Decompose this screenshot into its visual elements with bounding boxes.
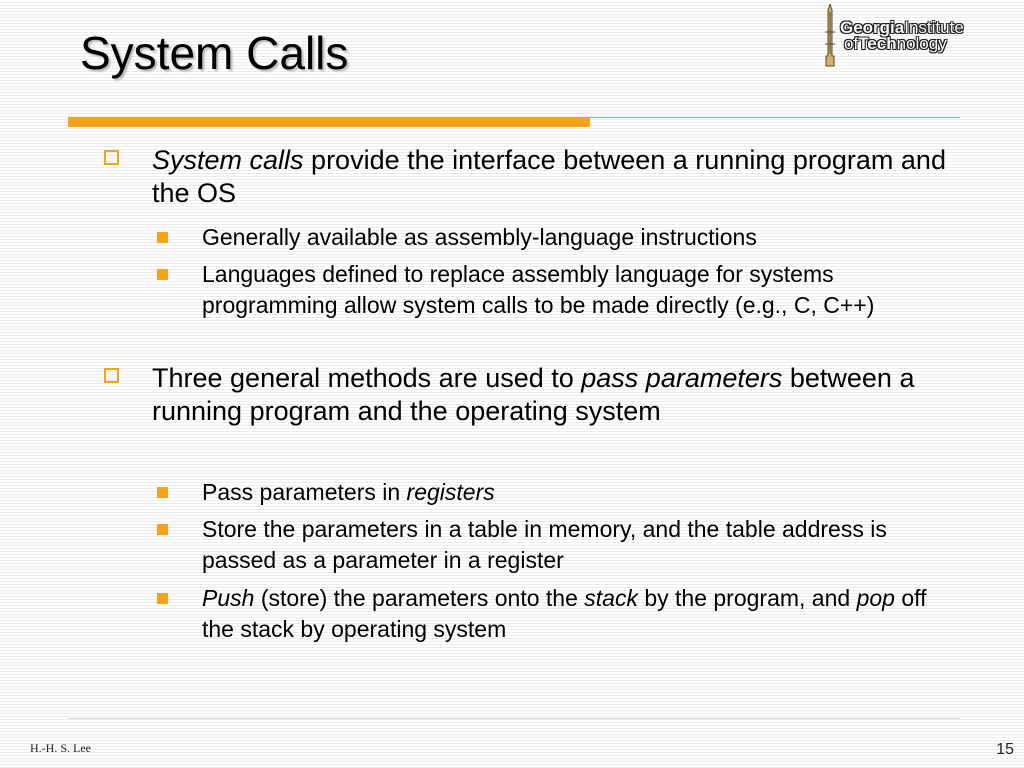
logo-georgia: Georgia bbox=[840, 18, 905, 37]
bullet-table-in-memory: Store the parameters in a table in memor… bbox=[157, 514, 962, 576]
bullet-emphasis: registers bbox=[406, 479, 495, 505]
hollow-square-bullet-icon bbox=[104, 150, 119, 165]
bullet-text: provide the interface between a running … bbox=[152, 145, 946, 208]
bullet-text: Languages defined to replace assembly la… bbox=[202, 261, 875, 318]
tower-icon bbox=[825, 4, 835, 67]
title-underline-bar bbox=[68, 117, 590, 127]
bullet-text-1: (store) the parameters onto the bbox=[254, 585, 585, 611]
bullet-text: Generally available as assembly-language… bbox=[202, 224, 757, 250]
logo-nology: nology bbox=[896, 34, 947, 53]
bullet-text-post: between a running program and the operat… bbox=[152, 363, 915, 426]
bullet-languages-defined: Languages defined to replace assembly la… bbox=[157, 259, 962, 321]
bullet-three-methods: Three general methods are used to pass p… bbox=[104, 362, 962, 428]
title-underline-rule bbox=[590, 117, 960, 118]
bullet-text-pre: Three general methods are used to bbox=[152, 363, 582, 393]
footer-author: H.-H. S. Lee bbox=[30, 741, 91, 755]
filled-square-bullet-icon bbox=[157, 487, 168, 498]
hollow-square-bullet-icon bbox=[104, 368, 119, 383]
georgia-tech-logo: GeorgiaInstitute ofTechnology bbox=[818, 4, 1018, 68]
logo-institute: Institute bbox=[904, 18, 964, 37]
filled-square-bullet-icon bbox=[157, 232, 168, 243]
slide-title: System Calls bbox=[80, 27, 349, 79]
bullet-emphasis-stack: stack bbox=[584, 585, 638, 611]
logo-of: of bbox=[844, 34, 859, 53]
page-number: 15 bbox=[996, 741, 1014, 758]
filled-square-bullet-icon bbox=[157, 524, 168, 535]
bullet-emphasis-pop: pop bbox=[856, 585, 895, 611]
bullet-text: Store the parameters in a table in memor… bbox=[202, 516, 887, 573]
bullet-emphasis: pass parameters bbox=[581, 363, 783, 393]
bullet-registers: Pass parameters in registers bbox=[157, 477, 962, 508]
footer-rule bbox=[68, 718, 960, 719]
bullet-text-pre: Pass parameters in bbox=[202, 479, 407, 505]
bullet-system-calls: System calls provide the interface betwe… bbox=[104, 144, 962, 210]
filled-square-bullet-icon bbox=[157, 269, 168, 280]
bullet-text-3: off the stack by operating system bbox=[202, 585, 927, 642]
bullet-push-stack: Push (store) the parameters onto the sta… bbox=[157, 583, 962, 645]
bullet-emphasis: System calls bbox=[152, 145, 304, 175]
logo-tech: Tech bbox=[858, 34, 897, 53]
bullet-assembly-instructions: Generally available as assembly-language… bbox=[157, 222, 962, 253]
bullet-emphasis-push: Push bbox=[202, 585, 255, 611]
filled-square-bullet-icon bbox=[157, 593, 168, 604]
bullet-text-2: by the program, and bbox=[637, 585, 857, 611]
